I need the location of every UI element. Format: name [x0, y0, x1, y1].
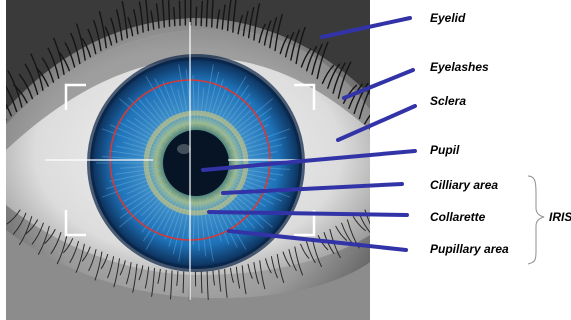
label-iris: IRIS	[549, 210, 571, 224]
label-pupil: Pupil	[430, 143, 459, 157]
label-sclera: Sclera	[430, 94, 466, 108]
label-collarette: Collarette	[430, 210, 485, 224]
label-eyelashes: Eyelashes	[430, 60, 489, 74]
pupil	[163, 130, 229, 196]
iris-bracket	[528, 176, 544, 264]
label-ciliary-area: Cilliary area	[430, 178, 498, 192]
label-eyelid: Eyelid	[430, 11, 465, 25]
label-pupillary-area: Pupillary area	[430, 242, 509, 256]
